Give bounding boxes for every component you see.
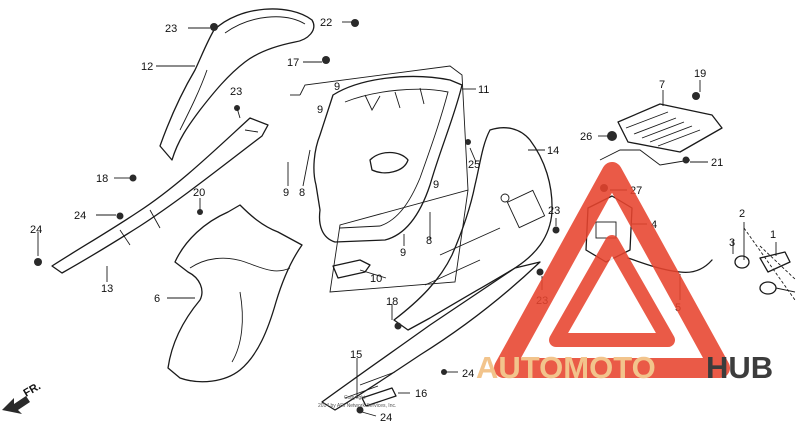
callout-18-bottom: 18	[386, 296, 398, 308]
callout-25: 25	[468, 159, 480, 171]
part-4-seat-lock	[585, 195, 633, 263]
callout-labels: 1 2 3 4 5 6 7 8 8 9 9 9 9 9 10 11 12 13 …	[30, 17, 776, 424]
part-12-upper-cover	[159, 8, 315, 161]
callout-19: 19	[694, 68, 706, 80]
callout-24-bottom: 24	[380, 412, 392, 424]
copyright-line-1: Copyright	[344, 395, 366, 401]
automotohub-watermark: AUTOMOTO HUB	[476, 162, 773, 385]
callout-9-b: 9	[317, 104, 323, 116]
watermark-triangle-logo	[494, 162, 730, 378]
callout-13: 13	[101, 283, 113, 295]
callout-15: 15	[350, 349, 362, 361]
part-16-reflector	[361, 387, 397, 407]
callout-23-top: 23	[165, 23, 177, 35]
callout-24-rail: 24	[74, 210, 86, 222]
callout-24-left: 24	[30, 224, 42, 236]
callout-7: 7	[659, 79, 665, 91]
callout-21: 21	[711, 157, 723, 169]
callout-14: 14	[547, 145, 559, 157]
callout-23-mid: 23	[230, 86, 242, 98]
part-11-luggage-box	[313, 75, 463, 243]
callout-18-left: 18	[96, 173, 108, 185]
front-direction-indicator: FR.	[2, 380, 43, 414]
callout-8-right: 8	[426, 235, 432, 247]
callout-1: 1	[770, 229, 776, 241]
callout-6: 6	[154, 293, 160, 305]
part-14-right-side-cover	[393, 127, 553, 331]
callout-8-left: 8	[299, 187, 305, 199]
callout-9-d: 9	[433, 179, 439, 191]
callout-17: 17	[287, 57, 299, 69]
leader-lines	[37, 21, 797, 417]
callout-22: 22	[320, 17, 332, 29]
callout-9-c: 9	[283, 187, 289, 199]
callout-10: 10	[370, 273, 382, 285]
part-10-pad	[332, 259, 371, 279]
copyright-line-2: 2014 by ARI Network Services, Inc.	[318, 403, 396, 409]
callout-20: 20	[193, 187, 205, 199]
callout-12: 12	[141, 61, 153, 73]
watermark-text-part2: HUB	[706, 350, 773, 385]
part-5-cable	[627, 257, 713, 274]
callout-23-right: 23	[548, 205, 560, 217]
part-13-side-rail	[51, 117, 269, 274]
part-1-3-key-set	[734, 251, 796, 295]
callout-11: 11	[478, 84, 489, 96]
part-15-lower-strip	[321, 261, 541, 411]
callout-16: 16	[415, 388, 427, 400]
callout-9-a: 9	[334, 81, 340, 93]
callout-4: 4	[651, 219, 657, 231]
callout-9-e: 9	[400, 247, 406, 259]
fr-label: FR.	[22, 380, 43, 399]
callout-26: 26	[580, 131, 592, 143]
watermark-text-part1: AUTOMOTO	[476, 350, 656, 385]
part-7-rear-carrier	[599, 103, 723, 166]
callout-24-lower: 24	[462, 368, 474, 380]
callout-3: 3	[729, 237, 735, 249]
part-6-inner-cover	[167, 204, 303, 383]
callout-2: 2	[739, 208, 745, 220]
